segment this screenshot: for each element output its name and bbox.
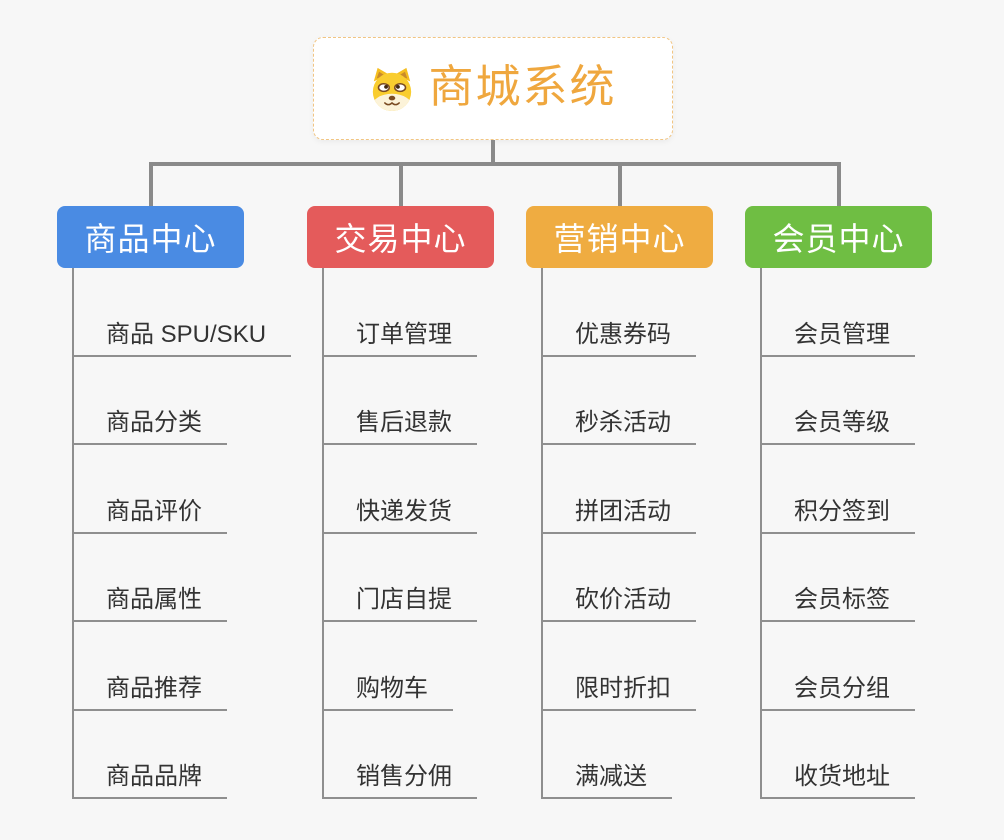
- branch-node[interactable]: 商品中心: [57, 206, 244, 268]
- branch-drop-line-3: [617, 162, 622, 206]
- leaf-row: 商品 SPU/SKU: [74, 268, 292, 357]
- leaf-node[interactable]: 会员分组: [762, 675, 915, 711]
- leaf-row: 会员标签: [762, 534, 932, 622]
- branch-node[interactable]: 会员中心: [745, 206, 932, 268]
- leaf-node[interactable]: 商品分类: [74, 409, 227, 445]
- leaf-row: 拼团活动: [543, 445, 713, 534]
- leaf-row: 订单管理: [324, 268, 494, 357]
- leaf-node[interactable]: 商品 SPU/SKU: [74, 321, 292, 357]
- leaf-node[interactable]: 优惠券码: [543, 321, 696, 357]
- branch-column-1: 商品中心商品 SPU/SKU 商品分类商品评价商品属性商品推荐商品品牌: [57, 206, 292, 799]
- branch-drop-line-4: [836, 162, 841, 206]
- leaf-node[interactable]: 订单管理: [324, 321, 477, 357]
- leaf-node[interactable]: 销售分佣: [324, 763, 477, 799]
- leaf-node[interactable]: 会员等级: [762, 409, 915, 445]
- leaf-node[interactable]: 快递发货: [324, 498, 477, 534]
- branch-label: 商品中心: [84, 221, 217, 257]
- branch-column-2: 交易中心订单管理售后退款快递发货门店自提购物车销售分佣: [307, 206, 494, 799]
- leaf-row: 优惠券码: [543, 268, 713, 357]
- leaf-node[interactable]: 售后退款: [324, 409, 477, 445]
- leaf-list: 优惠券码秒杀活动拼团活动砍价活动限时折扣满减送: [541, 268, 713, 799]
- leaf-list: 订单管理售后退款快递发货门店自提购物车销售分佣: [322, 268, 494, 799]
- leaf-row: 收货地址: [762, 711, 932, 799]
- branch-drop-line-1: [148, 162, 153, 206]
- leaf-row: 销售分佣: [324, 711, 494, 799]
- leaf-list: 商品 SPU/SKU 商品分类商品评价商品属性商品推荐商品品牌: [72, 268, 292, 799]
- leaf-row: 会员管理: [762, 268, 932, 357]
- leaf-node[interactable]: 商品评价: [74, 498, 227, 534]
- leaf-row: 商品品牌: [74, 711, 244, 799]
- root-title: 商城系统: [428, 61, 617, 112]
- leaf-row: 商品属性: [74, 534, 244, 622]
- leaf-row: 商品推荐: [74, 622, 244, 711]
- branch-node[interactable]: 营销中心: [526, 206, 713, 268]
- leaf-row: 积分签到: [762, 445, 932, 534]
- branch-label: 营销中心: [553, 221, 686, 257]
- leaf-row: 限时折扣: [543, 622, 713, 711]
- branch-column-3: 营销中心优惠券码秒杀活动拼团活动砍价活动限时折扣满减送: [526, 206, 713, 799]
- leaf-row: 商品评价: [74, 445, 244, 534]
- leaf-row: 快递发货: [324, 445, 494, 534]
- leaf-row: 满减送: [543, 711, 713, 799]
- branch-column-4: 会员中心会员管理会员等级积分签到会员标签会员分组收货地址: [745, 206, 932, 799]
- root-stub-line: [491, 140, 495, 166]
- leaf-row: 售后退款: [324, 357, 494, 445]
- leaf-node[interactable]: 砍价活动: [543, 586, 696, 622]
- leaf-node[interactable]: 购物车: [324, 675, 453, 711]
- leaf-node[interactable]: 会员管理: [762, 321, 915, 357]
- leaf-node[interactable]: 拼团活动: [543, 498, 696, 534]
- leaf-node[interactable]: 限时折扣: [543, 675, 696, 711]
- dog-face-icon: [369, 65, 415, 113]
- leaf-node[interactable]: 商品品牌: [74, 763, 227, 799]
- leaf-node[interactable]: 门店自提: [324, 586, 477, 622]
- leaf-node[interactable]: 商品推荐: [74, 675, 227, 711]
- leaf-row: 会员等级: [762, 357, 932, 445]
- branch-label: 会员中心: [772, 221, 905, 257]
- root-node[interactable]: 商城系统: [313, 37, 673, 140]
- branch-drop-line-2: [398, 162, 403, 206]
- leaf-row: 购物车: [324, 622, 494, 711]
- horizontal-bar-line: [148, 162, 841, 166]
- leaf-node[interactable]: 会员标签: [762, 586, 915, 622]
- branch-label: 交易中心: [334, 221, 467, 257]
- leaf-row: 商品分类: [74, 357, 244, 445]
- leaf-row: 秒杀活动: [543, 357, 713, 445]
- branch-node[interactable]: 交易中心: [307, 206, 494, 268]
- leaf-list: 会员管理会员等级积分签到会员标签会员分组收货地址: [760, 268, 932, 799]
- leaf-row: 会员分组: [762, 622, 932, 711]
- leaf-node[interactable]: 积分签到: [762, 498, 915, 534]
- leaf-node[interactable]: 满减送: [543, 763, 672, 799]
- leaf-node[interactable]: 收货地址: [762, 763, 915, 799]
- leaf-row: 砍价活动: [543, 534, 713, 622]
- leaf-node[interactable]: 商品属性: [74, 586, 227, 622]
- leaf-node[interactable]: 秒杀活动: [543, 409, 696, 445]
- leaf-row: 门店自提: [324, 534, 494, 622]
